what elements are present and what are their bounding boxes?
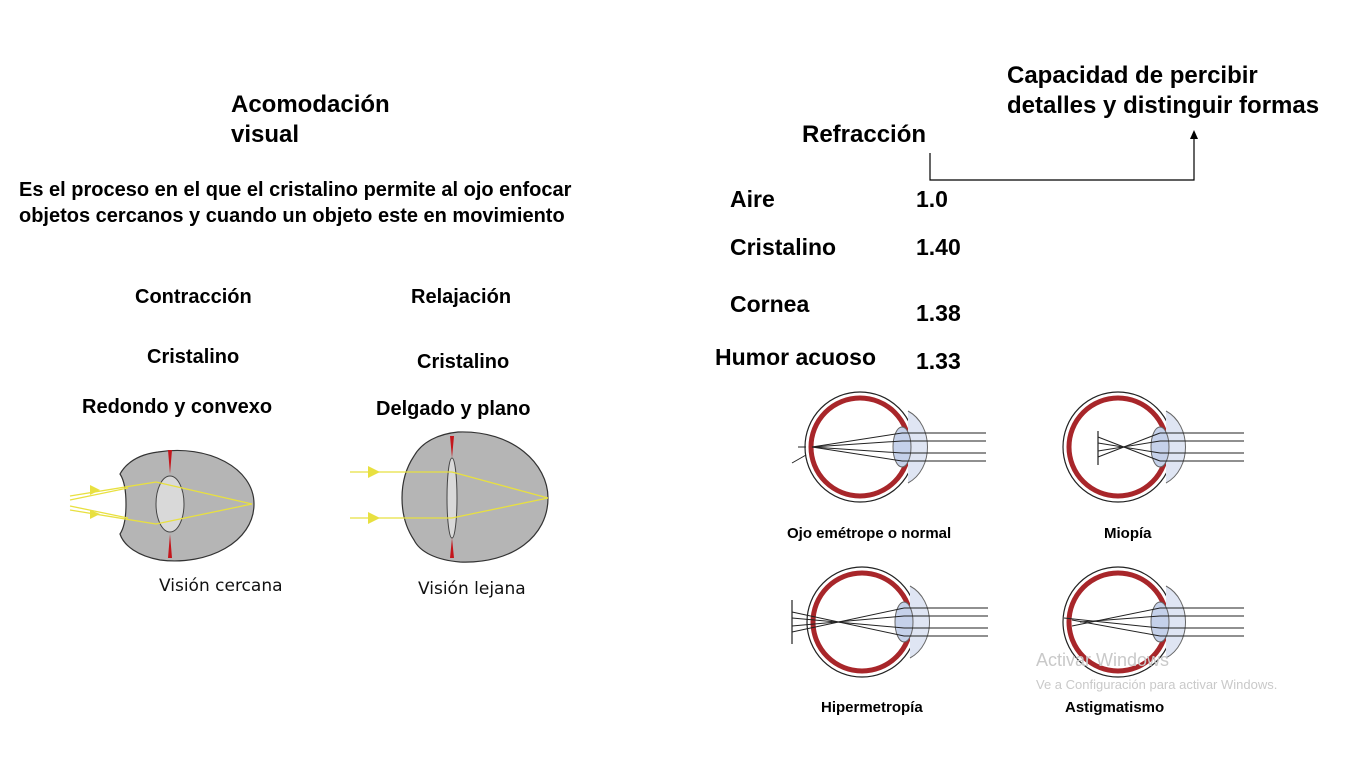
far-vision-caption: Visión lejana bbox=[418, 579, 526, 599]
activation-watermark-subtitle: Ve a Configuración para activar Windows. bbox=[1036, 677, 1278, 692]
ray-arrow-bottom bbox=[368, 512, 380, 524]
index-value-2: 1.38 bbox=[916, 300, 961, 326]
caption-hyperopia: Hipermetropía bbox=[821, 699, 923, 716]
eye-diagram-hyperopia bbox=[791, 566, 988, 678]
index-value-1: 1.40 bbox=[916, 234, 961, 260]
index-value-0: 1.0 bbox=[916, 186, 948, 212]
eyeball-shape bbox=[119, 449, 255, 562]
near-part-label: Cristalino bbox=[147, 346, 240, 368]
light-rays bbox=[69, 481, 253, 525]
far-part-label: Cristalino bbox=[417, 351, 510, 373]
eyeball-shape bbox=[401, 431, 549, 563]
caption-normal: Ojo emétrope o normal bbox=[787, 525, 952, 542]
near-vision-caption: Visión cercana bbox=[159, 576, 283, 596]
refraction-title: Refracción bbox=[802, 121, 927, 148]
index-material-1: Cristalino bbox=[730, 234, 837, 260]
acuity-line-2: detalles y distinguir formas bbox=[1007, 92, 1320, 119]
near-action-label: Contracción bbox=[135, 286, 252, 308]
light-rays bbox=[350, 471, 549, 519]
index-value-3: 1.33 bbox=[916, 348, 961, 374]
ray-arrow-top bbox=[368, 466, 380, 478]
index-material-2: Cornea bbox=[730, 291, 810, 317]
index-material-3: Humor acuoso bbox=[715, 344, 877, 370]
ciliary-muscle-top bbox=[168, 450, 172, 474]
definition-line-1: Es el proceso en el que el cristalino pe… bbox=[19, 179, 572, 201]
far-action-label: Relajación bbox=[411, 286, 512, 308]
eye-diagram-myopia bbox=[1062, 391, 1244, 503]
ray-arrow-top bbox=[90, 485, 100, 495]
lens-shape bbox=[446, 457, 458, 539]
section-title: Acomodación visual bbox=[231, 90, 411, 150]
definition-text: Es el proceso en el que el cristalino pe… bbox=[19, 177, 571, 229]
eye-diagram-astigmatism bbox=[1062, 566, 1244, 678]
acuity-definition: Capacidad de percibir detalles y disting… bbox=[1007, 61, 1319, 121]
index-material-0: Aire bbox=[730, 186, 775, 212]
ciliary-muscle-top bbox=[450, 436, 454, 458]
ciliary-muscle-bottom bbox=[168, 534, 172, 558]
near-vision-eye-diagram bbox=[69, 449, 255, 562]
far-vision-eye-diagram bbox=[350, 431, 549, 563]
lens-shape bbox=[155, 475, 185, 533]
title-text: Acomodación visual bbox=[231, 91, 390, 148]
acuity-line-1: Capacidad de percibir bbox=[1007, 62, 1258, 89]
ciliary-muscle-bottom bbox=[450, 538, 454, 558]
ray-arrow-bottom bbox=[90, 510, 100, 519]
definition-line-2: objetos cercanos y cuando un objeto este… bbox=[19, 205, 565, 227]
far-shape-label: Delgado y plano bbox=[376, 398, 531, 420]
eye-diagram-normal bbox=[791, 391, 986, 503]
caption-astigmatism: Astigmatismo bbox=[1065, 699, 1165, 716]
activation-watermark-title: Activar Windows bbox=[1036, 650, 1170, 670]
caption-myopia: Miopía bbox=[1104, 525, 1152, 542]
connector-arrow bbox=[929, 130, 1198, 181]
near-shape-label: Redondo y convexo bbox=[82, 396, 273, 418]
